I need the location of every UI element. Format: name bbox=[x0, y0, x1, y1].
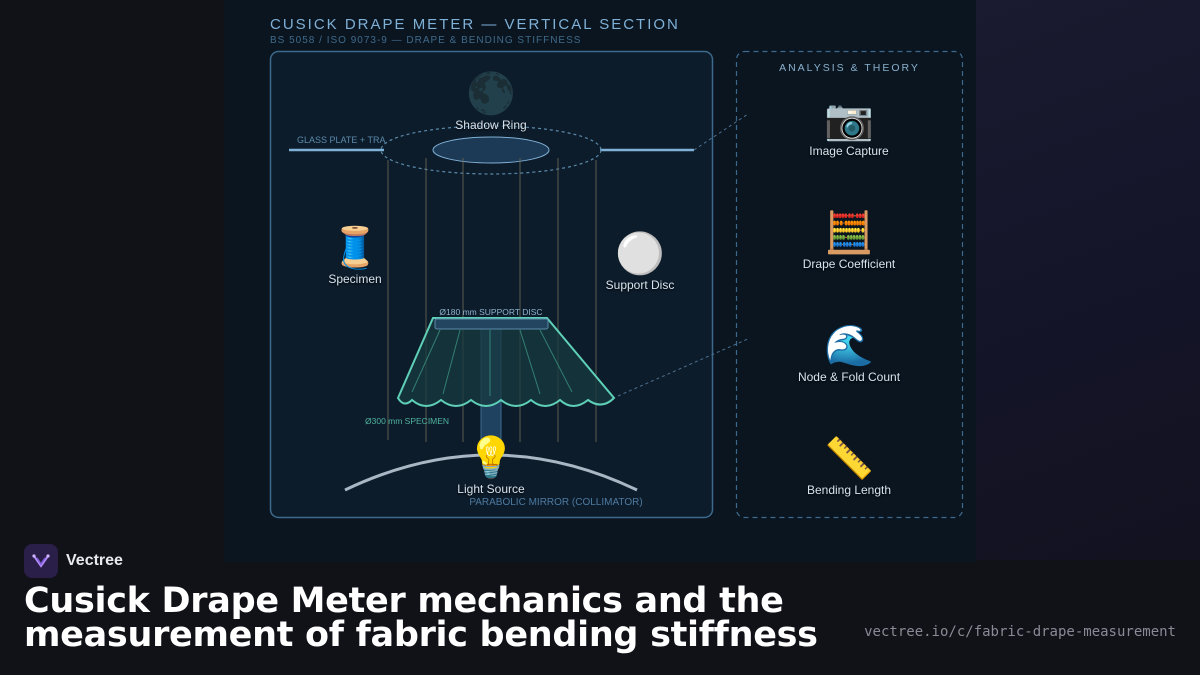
brand[interactable]: Vectree bbox=[24, 544, 123, 578]
theory-item-label: Drape Coefficient bbox=[802, 257, 896, 271]
specimen-node: 🧵 Specimen bbox=[328, 226, 381, 286]
fold-lines bbox=[411, 329, 573, 396]
source-url[interactable]: vectree.io/c/fabric-drape-measurement bbox=[864, 624, 1176, 640]
background-glow bbox=[940, 0, 1200, 560]
headline-line-1: Cusick Drape Meter mechanics and the bbox=[24, 581, 784, 621]
connector-top bbox=[693, 113, 749, 151]
draped-specimen bbox=[396, 317, 616, 407]
new-moon-icon: 🌑 bbox=[466, 72, 516, 116]
ruler-icon: 📏 bbox=[824, 437, 874, 481]
thread-spool-icon: 🧵 bbox=[330, 226, 380, 270]
theory-item-label: Image Capture bbox=[809, 144, 889, 158]
vectree-logo-icon bbox=[24, 544, 58, 578]
theory-item-label: Node & Fold Count bbox=[797, 370, 901, 384]
diagram-title: CUSICK DRAPE METER — VERTICAL SECTION bbox=[270, 16, 680, 33]
support-disc-node: ⚪ Support Disc bbox=[606, 232, 675, 292]
light-bulb-icon: 💡 bbox=[466, 436, 516, 480]
connector-bottom bbox=[617, 337, 751, 397]
theory-item-bending-length: 📏 Bending Length bbox=[807, 437, 891, 497]
shadow-ring-core bbox=[432, 136, 550, 164]
abacus-icon: 🧮 bbox=[824, 211, 874, 255]
theory-item-drape-coefficient: 🧮 Drape Coefficient bbox=[803, 211, 896, 271]
parabolic-mirror bbox=[344, 453, 638, 492]
camera-icon: 📷 bbox=[824, 98, 874, 142]
shadow-ring-label: Shadow Ring bbox=[455, 118, 527, 132]
mirror-note: PARABOLIC MIRROR (COLLIMATOR) bbox=[469, 497, 642, 508]
theory-item-image-capture: 📷 Image Capture bbox=[809, 98, 888, 158]
theory-title: ANALYSIS & THEORY bbox=[779, 62, 920, 74]
page-headline: Cusick Drape Meter mechanics and the mea… bbox=[24, 581, 824, 655]
shadow-ring-outline bbox=[380, 125, 602, 175]
brand-name: Vectree bbox=[66, 552, 123, 569]
light-source-label: Light Source bbox=[457, 482, 525, 496]
shadow-ring-node: 🌑 Shadow Ring bbox=[455, 72, 526, 132]
headline-line-2: measurement of fabric bending stiffness bbox=[24, 615, 818, 655]
support-disc bbox=[434, 318, 549, 330]
theory-item-node-fold-count: 🌊 Node & Fold Count bbox=[798, 324, 900, 384]
diagram-subtitle: BS 5058 / ISO 9073-9 — DRAPE & BENDING S… bbox=[270, 35, 582, 46]
support-disc-label: Support Disc bbox=[605, 278, 675, 292]
white-circle-icon: ⚪ bbox=[615, 232, 665, 276]
glass-plate-note: GLASS PLATE + TRA bbox=[297, 135, 385, 145]
specimen-note: Ø300 mm SPECIMEN bbox=[365, 416, 449, 426]
specimen-label: Specimen bbox=[328, 272, 382, 286]
wave-icon: 🌊 bbox=[824, 324, 874, 368]
support-disc-note: Ø180 mm SUPPORT DISC bbox=[439, 307, 542, 317]
light-source-node: 💡 Light Source bbox=[457, 436, 524, 496]
theory-item-label: Bending Length bbox=[806, 483, 892, 497]
